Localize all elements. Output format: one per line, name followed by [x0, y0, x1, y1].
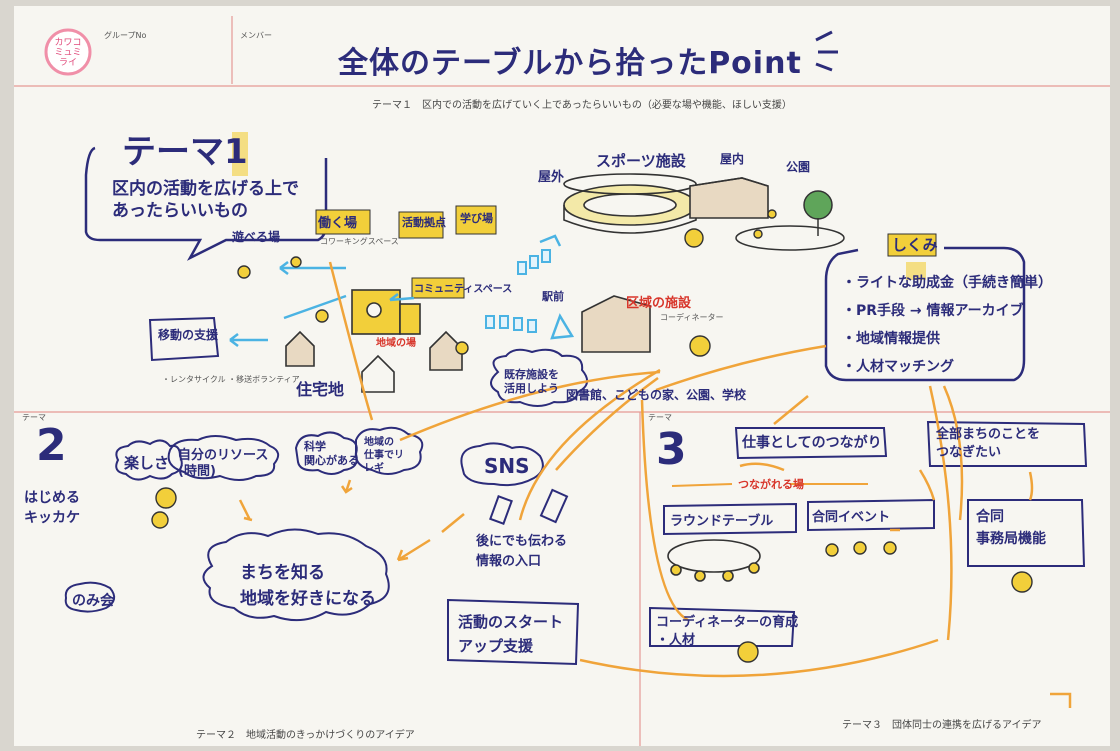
sparkle-icon	[815, 30, 838, 72]
theme2-sns: SNS	[484, 454, 530, 478]
label-station: 駅前	[542, 290, 564, 303]
round-table-drawing	[667, 539, 761, 582]
label-activity-base: 活動拠点	[402, 216, 446, 229]
label-facility-list: 図書館、こどもの家、公園、学校	[566, 388, 747, 402]
label-play-area: 遊べる場	[232, 230, 281, 244]
logo-text: カワコミュミライ	[54, 38, 82, 68]
cyan-blocks	[485, 249, 551, 333]
theme3-number: 3	[656, 424, 687, 475]
event-line	[671, 483, 868, 487]
label-coordinator: コーディネーター	[660, 313, 724, 322]
group-no-label: グループNo	[104, 31, 147, 40]
theme2-love-town: まちを知る 地域を好きになる	[240, 563, 376, 609]
theme2-tag: テーマ	[22, 413, 46, 422]
label-work-place: 働く場	[318, 216, 358, 231]
stadium-drawing	[563, 173, 697, 234]
theme3-joint-office: 合同 事務局機能	[976, 509, 1046, 547]
cyan-arrows	[229, 234, 575, 347]
phone-drawings	[489, 488, 569, 525]
label-outdoor: 屋外	[538, 170, 565, 185]
park-drawing	[735, 190, 845, 251]
mechanism-item-1: ・ライトな助成金（手続き簡単）	[842, 275, 1052, 291]
theme2-drinking: のみ会	[72, 593, 114, 609]
theme3-coordinator: コーディネーターの育成 ・人材	[656, 615, 799, 648]
theme2-clouds	[64, 426, 544, 622]
label-regional-facility: 区域の施設	[626, 296, 692, 311]
label-learning: 学び場	[460, 212, 493, 225]
paper-sheet	[14, 6, 1110, 746]
community-place-building	[351, 289, 421, 335]
logo	[44, 28, 92, 76]
mobility-support-box	[148, 316, 220, 362]
theme3-caption: テーマ３ 団体同士の連携を広げるアイデア	[842, 720, 1042, 731]
theme3-connect-place: つながれる場	[738, 478, 804, 491]
school-building-drawing	[581, 295, 651, 353]
label-local-place: 地域の場	[376, 338, 416, 349]
label-mobility-support: 移動の支援	[158, 328, 219, 342]
label-community-space: コミュニティスペース	[414, 284, 513, 295]
theme1-heading: テーマ1	[122, 132, 248, 172]
theme2-startup: 活動のスタート アップ支援	[458, 613, 564, 655]
label-coworking: コワーキングスペース	[320, 237, 399, 246]
theme2-interest: 科学 関心がある	[304, 440, 359, 467]
theme3-know-each: 全部まちのことを つなぎたい	[936, 427, 1041, 460]
label-rental: ・レンタサイクル ・移送ボランティア	[162, 375, 300, 384]
theme2-resources: 自分のリソース (時間)	[178, 448, 269, 479]
theme2-caption: テーマ２ 地域活動のきっかけづくりのアイデア	[196, 730, 415, 741]
theme2-start-label: はじめる キッカケ	[24, 490, 80, 526]
theme2-number: 2	[36, 420, 67, 471]
page-title: 全体のテーブルから拾ったPoint	[338, 46, 802, 81]
theme3-tag: テーマ	[648, 413, 672, 422]
label-boxes	[315, 205, 937, 299]
mechanism-heading: しくみ	[892, 236, 938, 254]
theme3-round-table: ラウンドテーブル	[670, 514, 774, 529]
indoor-building-drawing	[689, 177, 769, 219]
theme1-subheading: 区内の活動を広げる上で あったらいいもの	[112, 179, 299, 221]
houses-drawing	[285, 330, 463, 393]
label-park: 公園	[786, 160, 811, 174]
theme2-info-entry: 後にでも伝わる 情報の入口	[476, 534, 568, 569]
orange-connection-arrows	[238, 261, 1072, 708]
mechanism-bubble	[824, 246, 1026, 382]
theme2-fun: 楽しさ	[124, 454, 170, 472]
theme3-joint-event: 合同イベント	[812, 510, 891, 525]
mechanism-item-2: ・PR手段 → 情報アーカイブ	[842, 303, 1024, 319]
theme3-boxes	[447, 420, 1088, 666]
label-use-existing: 既存施設を 活用しよう	[504, 368, 559, 395]
label-residential: 住宅地	[296, 380, 345, 399]
theme1-caption: テーマ１ 区内での活動を広げていく上であったらいいもの（必要な場や機能、ほしい支…	[372, 100, 792, 111]
theme3-network: 仕事としてのつながり	[742, 435, 882, 451]
mechanism-item-4: ・人材マッチング	[842, 359, 954, 375]
mechanism-item-3: ・地域情報提供	[842, 331, 940, 347]
members-label: メンバー	[240, 31, 272, 40]
theme2-local-work: 地域の 仕事でリ レギ	[364, 437, 404, 474]
label-sports-facility: スポーツ施設	[596, 152, 686, 170]
yellow-highlights	[232, 132, 926, 280]
label-indoor: 屋内	[720, 152, 745, 166]
people-figures	[151, 209, 1033, 663]
